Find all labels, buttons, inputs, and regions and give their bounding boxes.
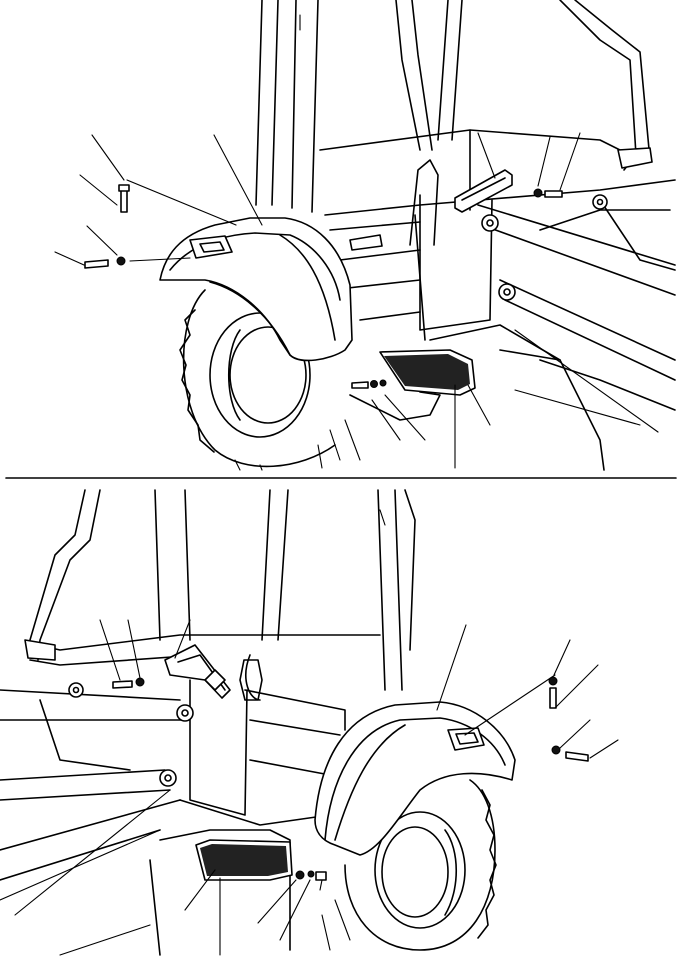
lower-handrail <box>165 645 230 698</box>
lower-cab-frame <box>25 490 415 690</box>
lower-view <box>0 490 618 955</box>
lower-fender <box>315 702 515 855</box>
bolt-icon <box>534 189 562 197</box>
upper-step <box>350 350 475 420</box>
upper-handrail <box>455 170 512 212</box>
bolt-icon <box>113 678 144 688</box>
bolt-icon <box>552 746 588 761</box>
upper-cab-frame <box>256 0 675 230</box>
upper-fender <box>160 218 352 360</box>
lower-rear-tire <box>322 780 496 950</box>
bolt-icon <box>119 185 129 212</box>
lower-bolts <box>113 677 588 890</box>
lower-step <box>196 840 292 880</box>
bolt-icon <box>85 257 125 268</box>
upper-boom-arms <box>478 195 675 470</box>
lower-body-panel <box>150 655 345 955</box>
lower-boom-arms <box>0 683 193 880</box>
bolt-icon <box>296 871 326 890</box>
lower-leader-lines <box>0 620 618 955</box>
upper-leader-lines <box>55 133 658 468</box>
bolt-icon <box>549 677 557 708</box>
upper-bolts <box>85 185 562 388</box>
upper-body-panel <box>330 160 560 360</box>
bolt-icon <box>352 380 386 388</box>
upper-view <box>55 0 675 470</box>
